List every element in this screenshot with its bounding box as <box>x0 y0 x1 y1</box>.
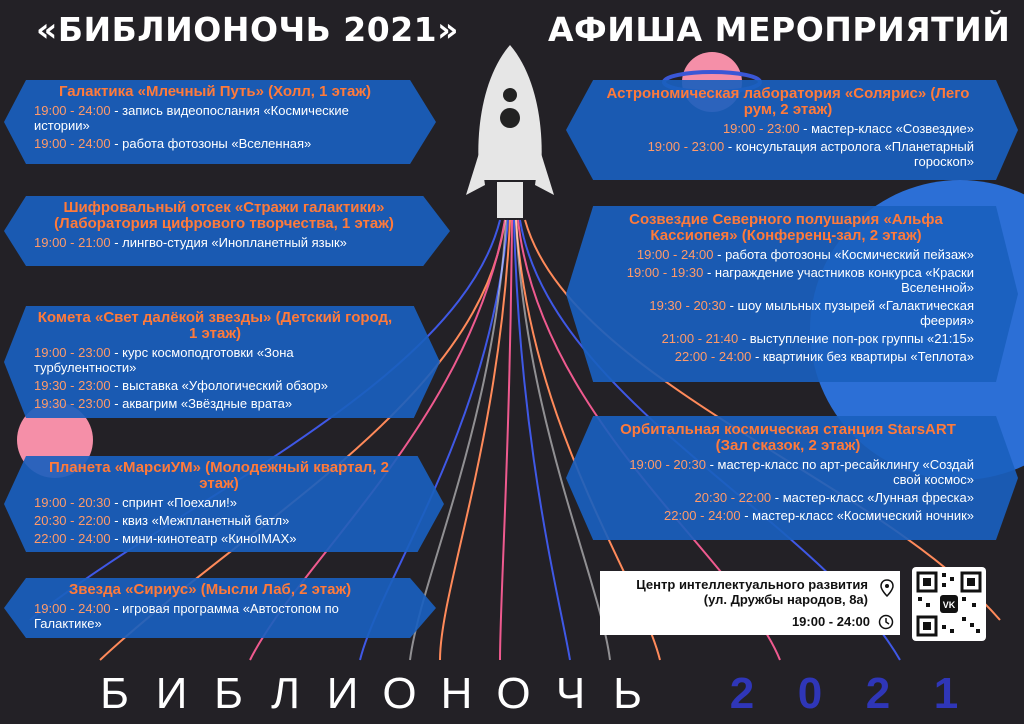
event-item: 19:00 - 23:00 - мастер-класс «Созвездие» <box>722 121 974 136</box>
panel-title: Созвездие Северного полушария «Альфа Кас… <box>629 211 943 244</box>
panel-galaxy-guards: Шифровальный отсек «Стражи галактики» (Л… <box>4 196 450 266</box>
footer-letter: И <box>326 669 359 718</box>
vk-logo: VK <box>943 600 956 610</box>
year-digit: 2 <box>865 669 891 718</box>
event-item: 19:00 - 24:00 - запись видеопослания «Ко… <box>34 103 349 133</box>
event-item: 19:00 - 24:00 - работа фотозоны «Космиче… <box>636 247 974 262</box>
footer-letter: О <box>496 669 531 718</box>
footer-letter: Н <box>440 669 473 718</box>
event-item: 22:00 - 24:00 - мини-кинотеатр «КиноIMAX… <box>34 531 297 546</box>
footer-letter: Ь <box>613 669 642 718</box>
year-digit: 0 <box>797 669 823 718</box>
event-item: 19:00 - 23:00 - курс космоподготовки «Зо… <box>34 345 294 375</box>
event-item: 20:30 - 22:00 - мастер-класс «Лунная фре… <box>694 490 974 505</box>
panel-title: Планета «МарсиУМ» (Молодежный квартал, 2… <box>48 459 389 492</box>
panel-marsium: Планета «МарсиУМ» (Молодежный квартал, 2… <box>4 456 444 552</box>
event-item: 22:00 - 24:00 - мастер-класс «Космически… <box>663 508 974 523</box>
event-item: 20:30 - 22:00 - квиз «Межпланетный батл» <box>34 513 290 528</box>
panel-starsart: Орбитальная космическая станция StarsART… <box>566 416 1018 540</box>
page-title: «БИБЛИОНОЧЬ 2021» <box>36 10 459 49</box>
panel-milky-way: Галактика «Млечный Путь» (Холл, 1 этаж) … <box>4 80 436 164</box>
event-item: 19:00 - 20:30 - спринт «Поехали!» <box>34 495 237 510</box>
rocket-icon <box>466 45 554 218</box>
footer-letter: Б <box>214 669 243 718</box>
footer-letter: Б <box>100 669 129 718</box>
venue-hours: 19:00 - 24:00 <box>791 614 870 629</box>
venue-name: Центр интеллектуального развития (ул. Др… <box>636 577 868 607</box>
panel-title: Орбитальная космическая станция StarsART… <box>620 421 956 454</box>
panel-cassiopeia: Созвездие Северного полушария «Альфа Кас… <box>566 206 1018 382</box>
panel-title: Астрономическая лаборатория «Солярис» (Л… <box>606 85 970 118</box>
panel-title: Звезда «Сириус» (Мысли Лаб, 2 этаж) <box>68 581 352 598</box>
qr-code-image: VK <box>916 571 982 637</box>
panel-sirius: Звезда «Сириус» (Мысли Лаб, 2 этаж) 19:0… <box>4 578 436 638</box>
year-digit: 1 <box>933 669 959 718</box>
event-item: 22:00 - 24:00 - квартиник без квартиры «… <box>674 349 974 364</box>
panel-solaris: Астрономическая лаборатория «Солярис» (Л… <box>566 80 1018 180</box>
footer-letter: Ч <box>555 669 586 718</box>
event-item: 19:00 - 24:00 - игровая программа «Автос… <box>34 601 339 631</box>
panel-title: Шифровальный отсек «Стражи галактики» (Л… <box>54 199 394 232</box>
page-subtitle: АФИША МЕРОПРИЯТИЙ <box>548 10 1011 49</box>
event-item: 19:00 - 24:00 - работа фотозоны «Вселенн… <box>34 136 312 151</box>
venue-info-box: Центр интеллектуального развития (ул. Др… <box>600 571 900 635</box>
footer-letter: О <box>382 669 417 718</box>
event-item: 19:00 - 23:00 - консультация астролога «… <box>647 139 974 169</box>
event-item: 19:00 - 19:30 - награждение участников к… <box>626 265 974 295</box>
event-item: 19:30 - 23:00 - выставка «Уфологический … <box>34 378 329 393</box>
event-item: 19:30 - 23:00 - аквагрим «Звёздные врата… <box>34 396 293 411</box>
event-item: 19:30 - 20:30 - шоу мыльных пузырей «Гал… <box>649 298 974 328</box>
qr-code[interactable]: VK <box>912 567 986 641</box>
footer-letter: Л <box>271 669 300 718</box>
clock-icon <box>878 614 894 630</box>
panel-title: Комета «Свет далёкой звезды» (Детский го… <box>37 309 393 342</box>
event-item: 21:00 - 21:40 - выступление поп-рок груп… <box>661 331 974 346</box>
year-digit: 2 <box>729 669 755 718</box>
location-pin-icon <box>880 579 894 597</box>
panel-comet: Комета «Свет далёкой звезды» (Детский го… <box>4 306 440 418</box>
footer-letter: И <box>155 669 188 718</box>
panel-title: Галактика «Млечный Путь» (Холл, 1 этаж) <box>59 83 371 100</box>
event-item: 19:00 - 21:00 - лингво-студия «Инопланет… <box>34 235 347 250</box>
event-item: 19:00 - 20:30 - мастер-класс по арт-реса… <box>629 457 974 487</box>
